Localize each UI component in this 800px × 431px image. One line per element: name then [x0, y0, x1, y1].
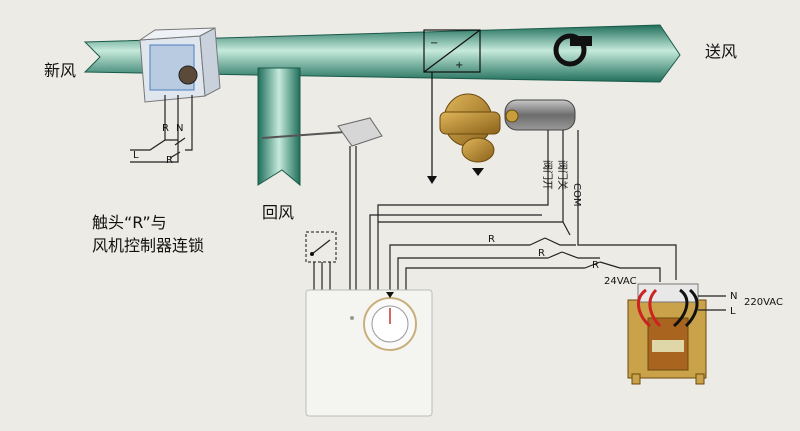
minus-label: − [430, 38, 438, 49]
duct-temperature-sensor [261, 117, 383, 290]
valve-open-label: 阀门开 [541, 160, 554, 190]
relay-contacts [389, 221, 661, 290]
transformer [627, 283, 707, 385]
air-duct [83, 24, 681, 187]
24vac-label: 24VAC [604, 276, 637, 287]
fan-n-label: N [176, 123, 183, 134]
fan-l-label: L [133, 150, 139, 161]
plus-label: + [455, 60, 463, 71]
speed-switch [305, 231, 337, 290]
fan-icon [553, 33, 592, 67]
relay-r3-label: R [592, 260, 599, 271]
interlock-note-line2: 风机控制器连锁 [92, 236, 204, 255]
fresh-air-label: 新风 [44, 61, 76, 80]
fan-interlock-wiring [130, 95, 193, 163]
supply-air-label: 送风 [705, 42, 737, 61]
mains-wires [698, 295, 726, 311]
motorized-valve [439, 93, 576, 176]
duct-controller-box [423, 29, 481, 184]
damper-box [138, 27, 221, 103]
return-air-label: 回风 [262, 203, 294, 222]
com-label: COM [571, 183, 582, 206]
valve-close-label: 阀门关 [556, 160, 569, 190]
fan-r2-label: R [166, 155, 173, 166]
relay-r2-label: R [538, 248, 545, 259]
mains-l-label: L [730, 306, 736, 317]
valve-wiring [369, 130, 677, 290]
fan-r-label: R [162, 123, 169, 134]
room-thermostat [305, 289, 433, 417]
mains-n-label: N [730, 291, 737, 302]
220vac-label: 220VAC [744, 297, 783, 308]
interlock-note-line1: 触头“R”与 [92, 213, 167, 232]
relay-r1-label: R [488, 234, 495, 245]
